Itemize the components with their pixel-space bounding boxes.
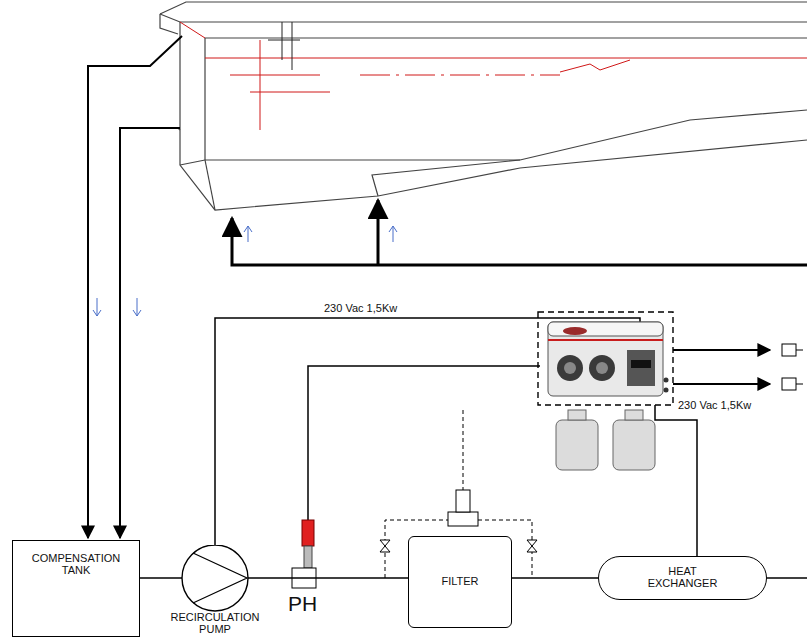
sensor-label: PH — [286, 592, 319, 616]
equipment-label: COMPENSATION TANK — [26, 553, 126, 577]
pipe-connector — [140, 577, 182, 578]
overflow-pipes — [88, 36, 182, 538]
chemical-tank — [556, 410, 655, 470]
equipment-label: FILTER — [415, 576, 505, 588]
pipe — [767, 577, 807, 578]
sensor-symbol — [448, 490, 478, 526]
pipe-connector — [512, 577, 598, 578]
pump-circle — [160, 545, 270, 615]
injector-symbol — [782, 344, 803, 390]
power-wire — [215, 318, 697, 556]
pool-markings — [180, 22, 807, 130]
ladder — [268, 22, 300, 70]
equipment-box: FILTER — [408, 536, 512, 628]
power-label: 230 Vac 1,5Kw — [676, 399, 753, 411]
pump-symbol: RECIRCULATION PUMP — [160, 545, 270, 637]
return-pipe — [232, 200, 807, 265]
dosing-controller — [538, 312, 673, 405]
pool — [160, 2, 807, 210]
pipe-connector — [248, 577, 408, 578]
equipment-box: HEAT EXCHANGER — [598, 556, 767, 600]
dosing-line — [673, 350, 770, 384]
equipment-box: COMPENSATION TANK — [12, 540, 140, 637]
power-label: 230 Vac 1,5Kw — [322, 302, 399, 314]
equipment-label: HEAT EXCHANGER — [643, 566, 723, 590]
equipment-label: RECIRCULATION PUMP — [163, 612, 267, 636]
